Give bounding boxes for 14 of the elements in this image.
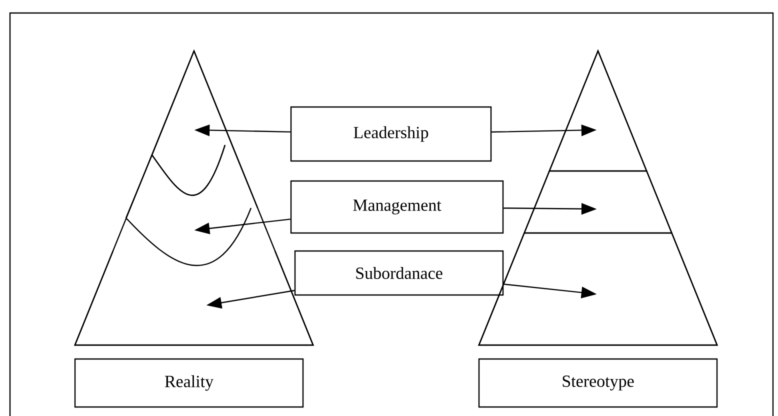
- label-box: Subordanace: [294, 250, 504, 296]
- pyramid-section: [74, 250, 314, 346]
- label-box: Stereotype: [478, 358, 718, 408]
- arrow: [491, 124, 596, 136]
- label-box: Reality: [74, 358, 304, 408]
- arrow: [195, 124, 292, 136]
- arrow: [195, 218, 292, 234]
- label-box: Management: [290, 180, 504, 234]
- pyramid-section: [478, 232, 718, 346]
- pyramid-section: [125, 144, 258, 266]
- arrow: [503, 284, 596, 298]
- arrow: [503, 203, 596, 215]
- label-box: Leadership: [290, 106, 492, 162]
- arrow: [207, 290, 295, 308]
